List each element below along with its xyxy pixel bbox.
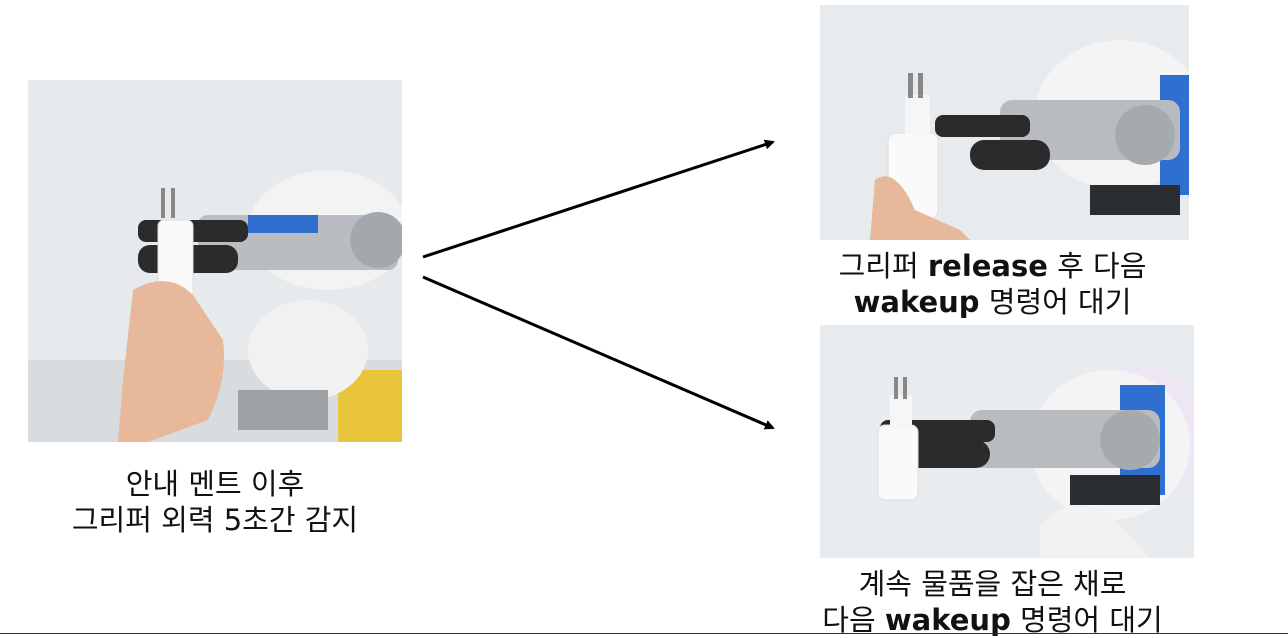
caption-text: 다음 [822, 603, 885, 637]
left-caption-line2: 그리퍼 외력 5초간 감지 [71, 503, 359, 537]
caption-text: 후 다음 [1047, 249, 1147, 283]
bottom-right-caption-line2: 다음 wakeup 명령어 대기 [795, 602, 1190, 638]
caption-text: 명령어 대기 [979, 285, 1132, 319]
robot-gripper-release-image [820, 5, 1189, 240]
top-right-caption-line1: 그리퍼 release 후 다음 [795, 248, 1190, 284]
caption-bold-text: release [927, 249, 1048, 283]
caption-bold-text: wakeup [853, 285, 980, 319]
caption-text: 그리퍼 [838, 249, 928, 283]
top-right-caption: 그리퍼 release 후 다음 wakeup 명령어 대기 [795, 248, 1190, 320]
robot-gripper-hold-image [820, 325, 1194, 558]
arrow-to-hold [422, 275, 775, 430]
top-right-caption-line2: wakeup 명령어 대기 [795, 284, 1190, 320]
caption-text: 명령어 대기 [1010, 603, 1163, 637]
left-caption-line1: 안내 멘트 이후 [125, 467, 305, 501]
left-caption: 안내 멘트 이후 그리퍼 외력 5초간 감지 [28, 466, 402, 538]
bottom-divider [0, 633, 1288, 634]
arrow-to-release [422, 139, 775, 259]
bottom-right-caption-line1: 계속 물품을 잡은 채로 [858, 567, 1127, 601]
robot-gripper-detect-image [28, 80, 402, 442]
top-right-photo [820, 5, 1189, 240]
caption-bold-text: wakeup [884, 603, 1011, 637]
bottom-right-photo [820, 325, 1194, 558]
bottom-right-caption: 계속 물품을 잡은 채로 다음 wakeup 명령어 대기 [795, 566, 1190, 638]
left-photo [28, 80, 402, 442]
